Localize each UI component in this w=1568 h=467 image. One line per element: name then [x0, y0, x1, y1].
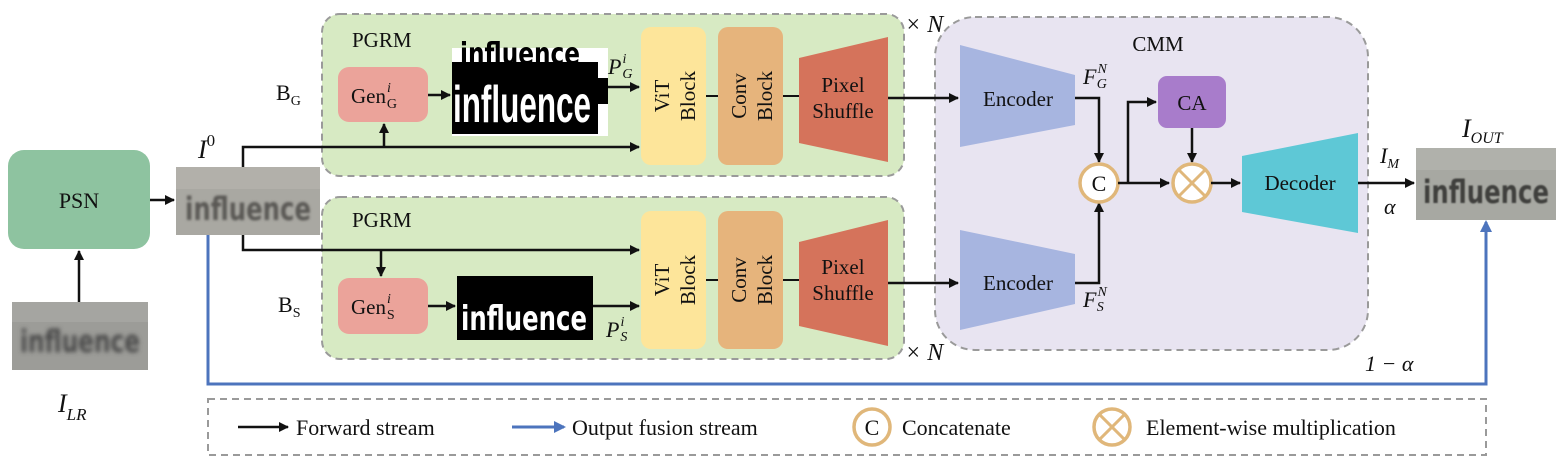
- times-n-bottom: × N: [905, 340, 945, 366]
- decoder-label: Decoder: [1264, 171, 1335, 195]
- i0-label: I0: [197, 131, 215, 164]
- legend-forward-label: Forward stream: [296, 415, 435, 440]
- multiply-node: [1171, 162, 1213, 204]
- legend-concat-icon: [852, 407, 892, 447]
- gen-g-block: [338, 67, 428, 122]
- concat-node-symbol: C: [1092, 171, 1107, 196]
- encoder-bottom: [960, 230, 1075, 330]
- i-out-label: IOUT: [1461, 114, 1504, 147]
- vit-bottom-text: ViTBlock: [650, 254, 700, 305]
- lr-input-image: influence: [12, 302, 148, 370]
- svg-text:influence: influence: [20, 324, 140, 360]
- svg-text:influence: influence: [453, 76, 591, 134]
- branch-g-label: BG: [276, 80, 301, 109]
- svg-text:influence: influence: [1423, 173, 1549, 211]
- vit-block-top: [641, 27, 706, 165]
- output-image: influence: [1416, 148, 1556, 220]
- ca-label: CA: [1177, 91, 1207, 115]
- pgrm-bottom-label: PGRM: [352, 208, 412, 232]
- arrow-i0-to-vit-top: [241, 142, 640, 167]
- branch-s-label: BS: [278, 292, 300, 321]
- legend-multiply-icon: [1092, 407, 1132, 447]
- pgrm-top-label: PGRM: [352, 28, 412, 52]
- arrow-concat-to-ca: [1126, 97, 1157, 183]
- im-label: IM: [1379, 143, 1400, 172]
- vit-top-text: ViTBlock: [650, 70, 700, 121]
- arrow-encoder-bottom-to-concat: [1075, 202, 1104, 285]
- alpha-label: α: [1384, 194, 1396, 219]
- i0-image: influence: [176, 167, 320, 235]
- conv-block-bottom: [718, 211, 783, 349]
- legend-concat-label: Concatenate: [902, 415, 1011, 440]
- svg-text:influence: influence: [461, 299, 587, 339]
- legend-multiply-label: Element-wise multiplication: [1146, 415, 1396, 440]
- fusion-stream-line: [206, 220, 1492, 386]
- vit-block-bottom: [641, 211, 706, 349]
- conv-top-text: ConvBlock: [727, 70, 777, 121]
- svg-text:influence: influence: [460, 37, 580, 72]
- svg-text:influence: influence: [185, 190, 311, 228]
- encoder-bottom-label: Encoder: [983, 271, 1053, 295]
- pixel-shuffle-top: [799, 37, 888, 162]
- psn-label: PSN: [59, 188, 99, 213]
- encoder-top-label: Encoder: [983, 87, 1053, 111]
- legend-box: [207, 398, 1487, 456]
- one-minus-alpha-label: 1 − α: [1365, 351, 1414, 376]
- glyph-prior-image: influence influence: [452, 37, 608, 136]
- gen-s-block: [338, 278, 428, 334]
- psn-block: [8, 150, 150, 249]
- i-lr-label: ILR: [57, 389, 87, 424]
- ca-block: [1158, 76, 1226, 128]
- times-n-top: × N: [905, 12, 945, 38]
- cmm-label: CMM: [1132, 32, 1184, 56]
- conv-block-top: [718, 27, 783, 165]
- arrow-i0-to-vit-bottom: [241, 235, 640, 255]
- seg-prior-image: influence: [457, 276, 593, 340]
- decoder-block: [1242, 133, 1358, 233]
- encoder-top: [960, 45, 1075, 147]
- pixel-shuffle-bottom: [799, 220, 888, 346]
- arrow-encoder-top-to-concat: [1075, 96, 1104, 163]
- conv-bottom-text: ConvBlock: [727, 254, 777, 305]
- legend-fusion-label: Output fusion stream: [572, 415, 758, 440]
- legend-concat-symbol: C: [865, 415, 880, 440]
